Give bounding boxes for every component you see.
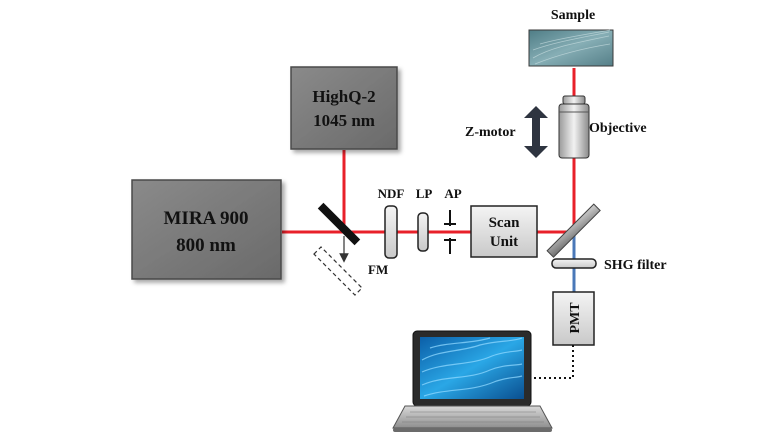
laptop-computer — [392, 330, 553, 432]
flip-mirror-flipped — [313, 246, 363, 296]
lp-polarizer — [417, 212, 429, 252]
pmt-label: PMT — [568, 302, 583, 334]
ndf-filter — [384, 205, 398, 259]
z-motor-arrow-icon — [524, 106, 548, 158]
shg-filter-label: SHG filter — [604, 258, 667, 273]
ndf-label: NDF — [378, 186, 405, 201]
lp-label: LP — [416, 186, 433, 201]
scan-unit-label-line2: Unit — [490, 234, 518, 250]
highq-name: HighQ-2 — [312, 87, 375, 106]
mira-laser-box — [131, 179, 282, 280]
aperture — [444, 210, 456, 254]
fm-label: FM — [368, 262, 388, 277]
laptop-edge — [393, 428, 552, 432]
highq-wavelength: 1045 nm — [313, 111, 375, 130]
z-motor-label: Z-motor — [465, 125, 516, 140]
mira-wavelength: 800 nm — [176, 235, 236, 256]
pmt-to-laptop-cable — [530, 345, 574, 379]
flip-mirror-active — [317, 202, 361, 246]
scan-unit-box — [470, 205, 538, 258]
objective-lens — [558, 95, 590, 159]
dichroic-mirror — [546, 203, 601, 258]
objective-label: Objective — [589, 121, 647, 136]
sample-slide — [528, 29, 614, 67]
highq-laser-box — [290, 66, 398, 150]
pmt-detector-box — [552, 291, 595, 346]
sample-label: Sample — [551, 8, 595, 23]
mira-name: MIRA 900 — [164, 208, 249, 229]
flip-mirror — [313, 202, 363, 296]
shg-filter — [551, 258, 597, 269]
scan-unit-label-line1: Scan — [489, 215, 521, 231]
ap-label: AP — [444, 186, 461, 201]
